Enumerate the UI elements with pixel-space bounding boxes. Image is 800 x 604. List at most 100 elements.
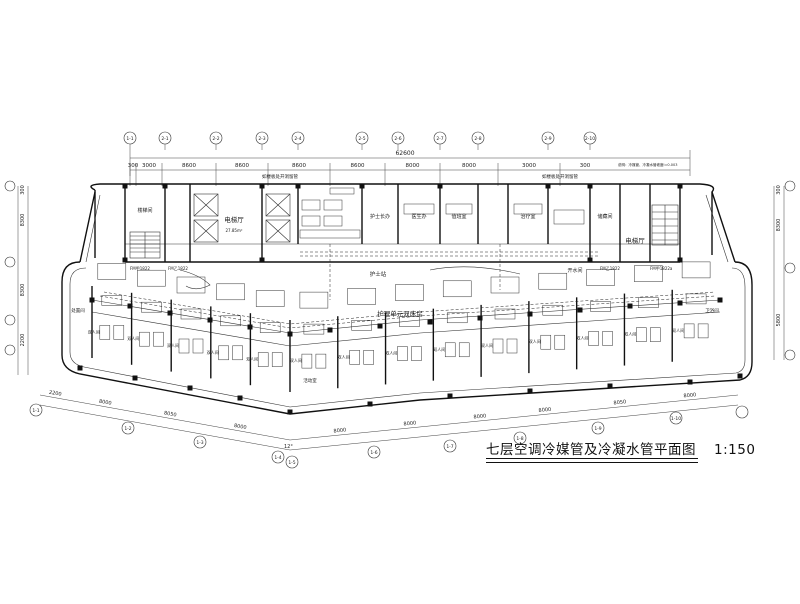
axis-bubble [4, 180, 16, 192]
label-elevator-lobby-left: 电梯厅 [224, 215, 244, 224]
axis-bubble [193, 435, 207, 449]
column [122, 183, 128, 189]
right-dimension-label: 5800 [776, 314, 782, 327]
washroom-fixture [685, 293, 707, 305]
bed [602, 331, 613, 346]
ward-furniture [538, 272, 568, 290]
label-activity-room: 活动室 [303, 377, 317, 384]
building-outline [61, 183, 753, 415]
ward-label: 双人间 [207, 349, 219, 355]
structural-columns [77, 183, 743, 415]
washroom-fixture [590, 301, 611, 312]
axis-label: 1-5 [288, 460, 295, 466]
title-underline [486, 458, 698, 463]
axis-bubble [271, 450, 285, 464]
bed [99, 325, 111, 340]
column [447, 393, 453, 399]
washroom-fixture [259, 322, 281, 333]
bed [218, 345, 229, 361]
ward-furniture [97, 263, 127, 280]
washroom-fixture [494, 308, 516, 320]
bed [506, 338, 518, 354]
column [359, 183, 365, 189]
bed [178, 338, 190, 354]
column [627, 303, 633, 309]
bed [363, 350, 374, 365]
axis-bubble [285, 455, 299, 469]
elevator-shafts-left [193, 193, 291, 243]
axis-bubble [4, 344, 16, 356]
column [89, 297, 95, 303]
column [187, 385, 193, 391]
top-dimension-label: 8000 [462, 163, 476, 169]
axis-label: 2-10 [585, 136, 595, 142]
fire-door-1: FM甲1822 [130, 266, 150, 271]
column [259, 257, 265, 263]
bed [697, 323, 709, 339]
column [737, 373, 743, 379]
bed [411, 346, 422, 361]
ward-label: 双人间 [290, 357, 302, 363]
fire-door-4: FM甲1822a [650, 266, 673, 271]
label-treatment-room: 治疗室 [520, 213, 535, 220]
column [287, 331, 293, 337]
column [77, 365, 83, 371]
washroom-fixture [101, 295, 123, 306]
label-nurse-office: 护士长办 [370, 213, 390, 220]
bed [540, 334, 552, 350]
axis-label: 1-9 [594, 426, 601, 432]
column [247, 324, 253, 330]
label-washroom: 卫浴间 [705, 307, 719, 314]
bed [650, 327, 661, 342]
column [587, 257, 593, 263]
bottom-right-dimension-label: 8000 [683, 392, 696, 399]
fire-door-3: FM乙1822 [600, 265, 620, 271]
washroom-fixture [542, 304, 564, 316]
ward-furniture [634, 265, 663, 282]
bed [683, 323, 695, 339]
column [687, 379, 693, 385]
fire-door-2: FM乙1822 [168, 265, 188, 271]
bed [257, 352, 269, 367]
ward-furniture [176, 276, 206, 294]
column [477, 315, 483, 321]
bed [153, 331, 164, 347]
washroom-fixture [351, 320, 372, 331]
upper-rooms: 电梯厅 27.85m² 电梯厅 楼梯间 护士长办 医生办 值班室 治疗室 储藏间… [124, 162, 681, 318]
legend-note: 说明：冷媒管、冷凝水管坡度i=0.003 [618, 162, 677, 167]
top-dimension-label: 8600 [351, 163, 365, 169]
axis-label: 2-8 [474, 136, 481, 142]
column [677, 183, 683, 189]
axis-bubble [669, 411, 683, 425]
label-elevator-lobby-right: 电梯厅 [625, 236, 645, 245]
label-nurse-station: 护士站 [370, 270, 387, 278]
bottom-right-dimension-label: 8000 [473, 413, 486, 420]
axis-label: 1-8 [516, 436, 523, 442]
bottom-right-dimension-label: 8000 [333, 427, 346, 434]
axis-label: 2-7 [436, 136, 443, 142]
ward-label: 双人间 [127, 335, 139, 341]
column [377, 323, 383, 329]
axis-label: 2-1 [161, 136, 168, 142]
ward-furniture [681, 261, 711, 279]
column [132, 375, 138, 381]
column [162, 183, 168, 189]
column [717, 297, 723, 303]
bed [271, 352, 283, 367]
bottom-axis-bubbles: 1-11-21-31-41-51-61-71-81-91-10 [29, 403, 749, 469]
ward-furniture [586, 269, 615, 286]
note-top-right: 如楼板处开洞留管 [542, 173, 578, 180]
bed [349, 350, 360, 365]
bottom-left-dimension-label: 8000 [98, 399, 112, 407]
left-dimension-label: 300 [20, 185, 26, 195]
right-dimension-label: 8300 [776, 219, 782, 232]
ward-rooms: 双人间双人间双人间双人间双人间双人间双人间双人间双人间双人间双人间双人间双人间双… [71, 261, 719, 392]
